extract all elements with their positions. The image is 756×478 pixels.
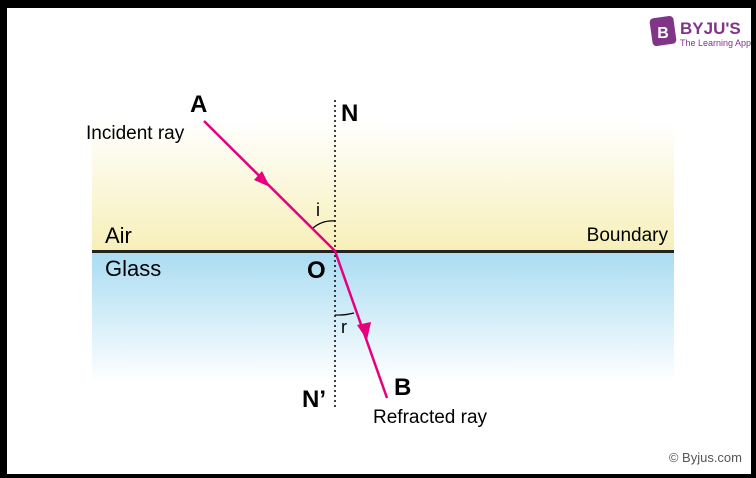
glass-region bbox=[92, 252, 674, 382]
air-label: Air bbox=[105, 223, 132, 248]
copyright-text: © Byjus.com bbox=[669, 450, 742, 465]
angle-i-arc bbox=[312, 220, 336, 229]
angle-i-label: i bbox=[316, 200, 320, 220]
point-b-label: B bbox=[394, 374, 411, 401]
brand-tagline: The Learning App bbox=[680, 38, 751, 48]
point-a-label: A bbox=[190, 91, 207, 118]
brand-logo: B BYJU'S The Learning App bbox=[649, 15, 751, 48]
point-n-label: N bbox=[341, 100, 358, 127]
refracted-ray-label: Refracted ray bbox=[373, 407, 488, 428]
brand-logo-icon bbox=[649, 15, 677, 47]
angle-r-arc bbox=[334, 312, 355, 316]
point-n-prime-label: N’ bbox=[302, 386, 326, 413]
refracted-ray-arrow bbox=[357, 322, 371, 340]
air-region bbox=[92, 120, 674, 251]
incident-ray-arrow bbox=[254, 171, 270, 187]
brand-logo-letter: B bbox=[657, 25, 669, 42]
point-o-label: O bbox=[307, 257, 326, 284]
angle-r-label: r bbox=[341, 317, 347, 337]
boundary-label: Boundary bbox=[587, 225, 669, 246]
incident-ray-label: Incident ray bbox=[86, 123, 185, 144]
glass-label: Glass bbox=[105, 256, 161, 281]
brand-name: BYJU'S bbox=[680, 19, 741, 38]
